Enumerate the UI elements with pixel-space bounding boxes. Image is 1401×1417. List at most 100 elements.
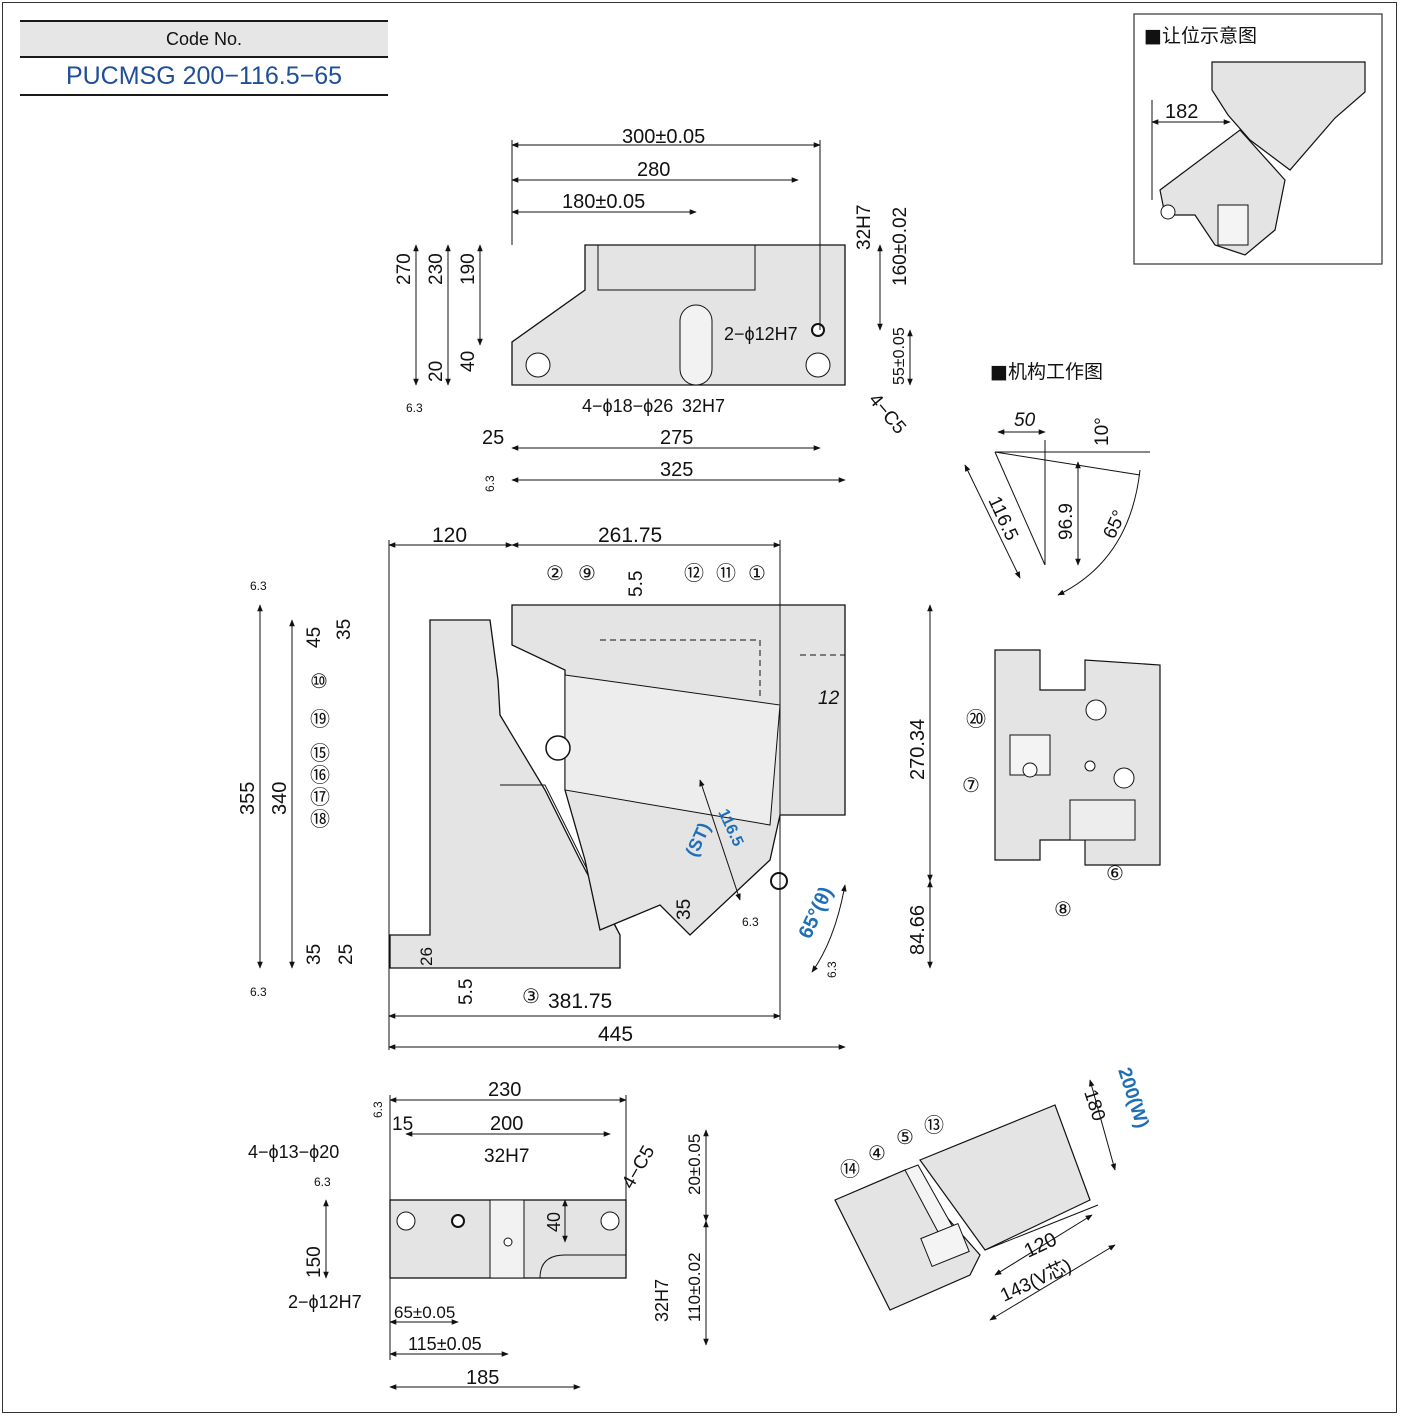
- clearance-inset: ■让位示意图 182: [1133, 13, 1383, 265]
- code-number-box: Code No. PUCMSG 200−116.5−65: [20, 20, 388, 96]
- callout-20: ⑳: [966, 707, 986, 731]
- front-dim-26: 26: [417, 947, 436, 966]
- callout-12: ⑫: [684, 561, 704, 585]
- callout-6: ⑥: [1106, 861, 1124, 885]
- mechanism-title: ■机构工作图: [990, 361, 1103, 383]
- front-dim-8466: 84.66: [907, 905, 929, 955]
- front-dim-270: 270.34: [907, 719, 929, 780]
- callout-18: ⑱: [310, 807, 330, 831]
- bottom-dim-20: 20±0.05: [685, 1134, 704, 1195]
- callout-19: ⑲: [310, 707, 330, 731]
- bottom-dim-15: 15: [392, 1114, 413, 1135]
- front-dim-55-bottom: 5.5: [456, 979, 477, 1005]
- bottom-dim-32h7: 32H7: [484, 1146, 529, 1167]
- iso-dim-200w: 200(W): [1113, 1065, 1152, 1131]
- bottom-dim-110: 110±0.02: [685, 1252, 704, 1322]
- top-dim-280: 280: [637, 159, 670, 181]
- bottom-dim-150: 150: [304, 1246, 325, 1278]
- front-view: 120 261.75 5.5 12 270.34 84.66 355 340 4…: [237, 524, 933, 1050]
- front-dim-35-top: 35: [334, 619, 355, 640]
- top-dim-20: 20: [426, 361, 447, 382]
- bottom-dim-c5: 4−C5: [618, 1142, 659, 1192]
- top-dim-32h7-b: 32H7: [682, 396, 725, 416]
- front-dim-12: 12: [818, 688, 840, 709]
- iso-dim-143: 143(V芯): [997, 1254, 1075, 1306]
- top-holes-12: 2−ϕ12H7: [724, 324, 798, 344]
- bottom-dim-200: 200: [490, 1113, 523, 1135]
- bottom-view: 230 15 200 32H7 4−C5 20±0.05 4−ϕ13−ϕ20 4…: [248, 1079, 709, 1390]
- code-value: PUCMSG 200−116.5−65: [20, 58, 388, 96]
- bottom-dim-40: 40: [544, 1212, 564, 1232]
- mechanism-diagram: ■机构工作图 50 10° 116.5 96.9 65°: [964, 361, 1150, 596]
- bottom-dim-65: 65±0.05: [394, 1303, 455, 1322]
- mech-dim-10deg: 10°: [1092, 417, 1113, 446]
- top-holes-18: 4−ϕ18−ϕ26: [582, 396, 673, 416]
- front-dim-45: 45: [304, 627, 325, 648]
- callout-16: ⑯: [310, 763, 330, 787]
- bottom-holes-12: 2−ϕ12H7: [288, 1292, 362, 1312]
- side-detail-view: ⑳ ⑦ ⑥ ⑧: [962, 649, 1161, 921]
- top-dim-300: 300±0.05: [622, 126, 705, 148]
- callout-1: ①: [748, 561, 766, 585]
- top-dim-32h7: 32H7: [854, 205, 875, 250]
- callout-3: ③: [522, 984, 540, 1008]
- top-dim-180: 180±0.05: [562, 191, 645, 213]
- callout-2: ②: [546, 561, 564, 585]
- front-roughness-b: 6.3: [250, 985, 267, 999]
- top-dim-190: 190: [458, 253, 479, 285]
- bottom-roughness-b: 6.3: [314, 1175, 331, 1189]
- front-dim-381: 381.75: [548, 990, 612, 1013]
- top-dim-325: 325: [660, 459, 693, 481]
- callout-5: ⑤: [896, 1125, 914, 1149]
- isometric-view: ⑭ ④ ⑤ ⑬ 180 200(W) 120 143(V芯): [834, 1065, 1152, 1321]
- top-dim-c5: 4−C5: [864, 390, 910, 439]
- front-roughness-c: 6.3: [742, 915, 759, 929]
- top-roughness-b: 6.3: [483, 475, 497, 492]
- callout-9: ⑨: [578, 561, 596, 585]
- mech-dim-65deg: 65°: [1099, 507, 1130, 542]
- front-dim-261: 261.75: [598, 524, 662, 547]
- front-dim-120: 120: [432, 524, 467, 547]
- bottom-roughness-a: 6.3: [371, 1101, 385, 1118]
- clearance-dim-182: 182: [1165, 101, 1198, 123]
- iso-dim-180: 180: [1079, 1087, 1109, 1124]
- code-header: Code No.: [20, 20, 388, 58]
- mech-dim-969: 96.9: [1056, 503, 1077, 540]
- front-dim-340: 340: [269, 782, 291, 815]
- front-dim-445: 445: [598, 1023, 633, 1046]
- bottom-dim-115: 115±0.05: [408, 1334, 482, 1354]
- top-dim-275: 275: [660, 427, 693, 449]
- bottom-holes-13: 4−ϕ13−ϕ20: [248, 1142, 339, 1162]
- callout-15: ⑮: [310, 741, 330, 765]
- front-dim-25: 25: [336, 944, 357, 965]
- callout-8: ⑧: [1054, 897, 1072, 921]
- bottom-dim-185: 185: [466, 1367, 499, 1389]
- front-roughness-d: 6.3: [825, 961, 839, 978]
- callout-17: ⑰: [310, 785, 330, 809]
- bottom-dim-32h7-v: 32H7: [652, 1279, 672, 1322]
- top-dim-55: 55±0.05: [891, 327, 908, 385]
- front-dim-35-slide: 35: [674, 899, 695, 920]
- top-view: 300±0.05 280 180±0.05 32H7 160±0.02 270 …: [394, 126, 913, 492]
- callout-11: ⑪: [716, 561, 736, 585]
- top-dim-270: 270: [394, 253, 415, 285]
- clearance-inset-title: ■让位示意图: [1144, 25, 1257, 47]
- front-dim-35-bottom: 35: [304, 944, 325, 965]
- callout-4: ④: [868, 1141, 886, 1165]
- top-dim-40: 40: [458, 351, 479, 372]
- callout-13: ⑬: [924, 1113, 944, 1137]
- front-roughness-a: 6.3: [250, 579, 267, 593]
- bottom-dim-230: 230: [488, 1079, 521, 1101]
- front-dim-355: 355: [237, 782, 259, 815]
- top-dim-25: 25: [482, 427, 504, 449]
- top-roughness-a: 6.3: [406, 401, 423, 415]
- front-angle: 65°(θ): [795, 884, 838, 943]
- callout-10: ⑩: [310, 669, 328, 693]
- callout-14: ⑭: [840, 1157, 860, 1181]
- callout-7: ⑦: [962, 773, 980, 797]
- top-dim-230: 230: [426, 253, 447, 285]
- front-dim-55: 5.5: [626, 571, 647, 597]
- mech-dim-50: 50: [1014, 410, 1036, 431]
